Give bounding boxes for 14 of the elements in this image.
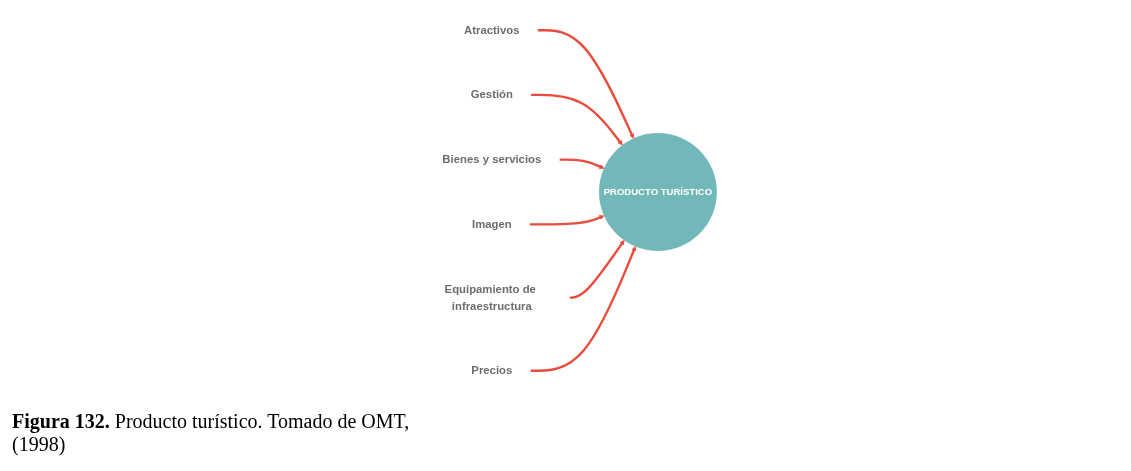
arrow xyxy=(529,215,605,226)
arrow xyxy=(530,246,637,372)
arrow xyxy=(559,158,605,169)
node-text: Atractivos xyxy=(464,23,520,37)
node-text: Precios xyxy=(471,364,513,377)
node-text: Gestión xyxy=(470,88,513,101)
node-text: Bienes y servicios xyxy=(442,152,542,166)
arrow xyxy=(537,29,635,139)
node-circle: PRODUCTO TURÍSTICO xyxy=(598,132,717,252)
arrow xyxy=(569,239,625,299)
arrow xyxy=(530,93,623,146)
figure-caption: Figura 132. Producto turístico. Tomado de OMT, (1998) xyxy=(12,410,411,456)
node-text: Equipamiento de infraestructura xyxy=(444,282,536,312)
node-text: Imagen xyxy=(472,217,512,231)
